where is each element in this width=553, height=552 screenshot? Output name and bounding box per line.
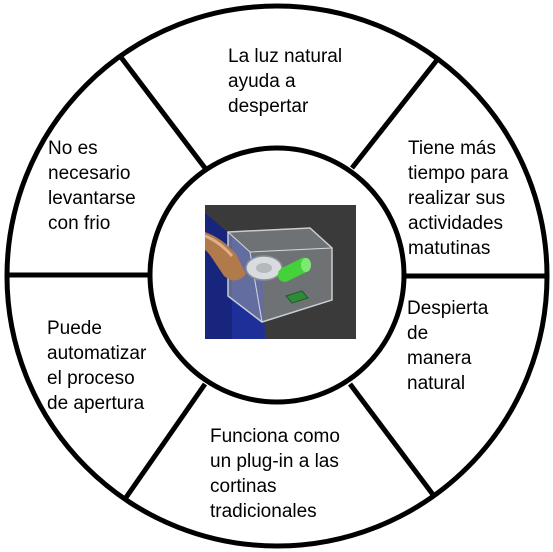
divider-bottom-left xyxy=(122,382,208,501)
copper-pipe xyxy=(205,232,246,281)
segment-label-bottom-left: Puede automatizar el proceso de apertura xyxy=(47,318,147,414)
divider-top-right xyxy=(350,58,439,170)
segment-label-top: La luz natural ayuda a despertar xyxy=(228,46,343,117)
copper-pipe-highlight xyxy=(204,234,234,257)
pulley-inner xyxy=(256,263,272,273)
segment-label-top-left: No es necesario levantarse con frio xyxy=(48,138,136,234)
segment-label-bottom: Funciona como un plug-in a las cortinas … xyxy=(210,426,340,522)
segment-label-top-right: Tiene más tiempo para realizar sus activ… xyxy=(408,138,509,259)
divider-bottom-right xyxy=(348,382,436,498)
segment-dividers xyxy=(5,54,548,501)
segment-label-bottom-right: Despierta de manera natural xyxy=(407,298,489,394)
green-motor-end xyxy=(301,258,311,272)
divider-top-left xyxy=(118,54,207,170)
center-device-image xyxy=(204,205,356,339)
circuit-board xyxy=(285,290,309,304)
